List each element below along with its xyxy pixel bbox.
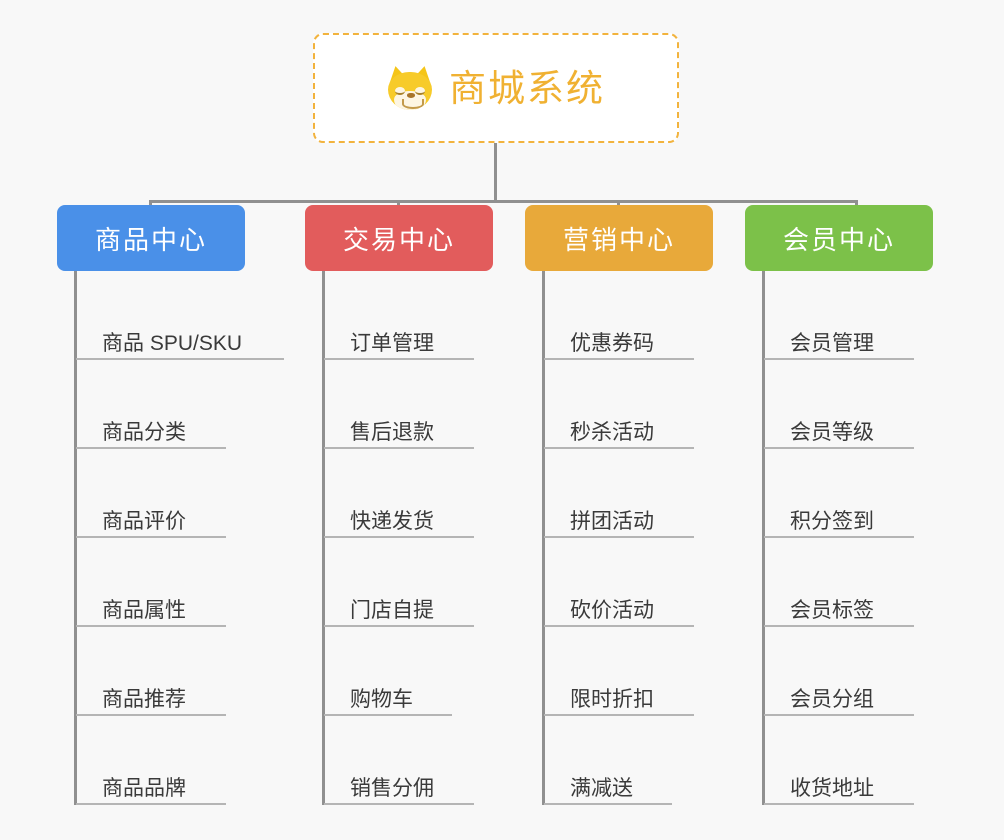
- leaf-label: 限时折扣: [570, 688, 654, 711]
- leaf-underline: [544, 625, 694, 627]
- leaf-label: 秒杀活动: [570, 421, 654, 444]
- list-item[interactable]: 会员等级: [764, 360, 933, 449]
- leaf-label: 商品属性: [102, 599, 186, 622]
- leaf-underline: [76, 358, 284, 360]
- root-title: 商城系统: [449, 67, 605, 109]
- category-column-4: 会员中心 会员管理 会员等级 积分签到 会员标签 会员分组: [745, 205, 933, 805]
- leaf-underline: [544, 536, 694, 538]
- leaf-underline: [324, 803, 474, 805]
- leaf-underline: [544, 447, 694, 449]
- list-item[interactable]: 门店自提: [324, 538, 493, 627]
- leaf-label: 收货地址: [790, 777, 874, 800]
- list-item[interactable]: 砍价活动: [544, 538, 713, 627]
- list-item[interactable]: 商品属性: [76, 538, 245, 627]
- leaf-underline: [76, 625, 226, 627]
- leaf-label: 商品评价: [102, 510, 186, 533]
- leaf-label: 会员标签: [790, 599, 874, 622]
- leaf-label: 会员分组: [790, 688, 874, 711]
- category-header-2[interactable]: 交易中心: [305, 205, 493, 271]
- list-item[interactable]: 收货地址: [764, 716, 933, 805]
- branch-2: 订单管理 售后退款 快递发货 门店自提 购物车 销售分佣: [305, 271, 493, 805]
- leaf-label: 商品 SPU/SKU: [102, 332, 243, 355]
- leaf-underline: [324, 447, 474, 449]
- list-item[interactable]: 商品推荐: [76, 627, 245, 716]
- list-item[interactable]: 商品评价: [76, 449, 245, 538]
- category-label-3: 营销中心: [562, 224, 675, 255]
- list-item[interactable]: 满减送: [544, 716, 713, 805]
- branch-spine-3: [542, 271, 545, 805]
- category-header-4[interactable]: 会员中心: [745, 205, 933, 271]
- leaf-underline: [764, 714, 914, 716]
- category-column-1: 商品中心 商品 SPU/SKU 商品分类 商品评价 商品属性 商品推荐: [57, 205, 284, 805]
- branch-4: 会员管理 会员等级 积分签到 会员标签 会员分组 收货地址: [745, 271, 933, 805]
- category-column-2: 交易中心 订单管理 售后退款 快递发货 门店自提 购物车: [305, 205, 493, 805]
- leaf-label: 满减送: [570, 777, 633, 800]
- list-item[interactable]: 购物车: [324, 627, 493, 716]
- list-item[interactable]: 限时折扣: [544, 627, 713, 716]
- leaf-underline: [76, 803, 226, 805]
- category-label-2: 交易中心: [342, 224, 455, 255]
- category-column-3: 营销中心 优惠券码 秒杀活动 拼团活动 砍价活动 限时折扣: [525, 205, 713, 805]
- leaf-underline: [324, 714, 452, 716]
- leaf-label: 商品品牌: [102, 777, 186, 800]
- branch-spine-4: [762, 271, 765, 805]
- leaf-label: 门店自提: [350, 599, 434, 622]
- category-label-1: 商品中心: [94, 224, 207, 255]
- list-item[interactable]: 商品品牌: [76, 716, 245, 805]
- leaf-label: 拼团活动: [570, 510, 654, 533]
- list-item[interactable]: 积分签到: [764, 449, 933, 538]
- leaf-underline: [764, 803, 914, 805]
- leaf-underline: [544, 714, 694, 716]
- leaf-label: 商品推荐: [102, 688, 186, 711]
- connector-horizontal-bus: [149, 200, 858, 203]
- leaf-underline: [324, 536, 474, 538]
- list-item[interactable]: 拼团活动: [544, 449, 713, 538]
- leaf-underline: [76, 714, 226, 716]
- leaf-label: 优惠券码: [570, 332, 654, 355]
- leaf-underline: [764, 358, 914, 360]
- leaf-label: 积分签到: [790, 510, 874, 533]
- leaf-underline: [324, 358, 474, 360]
- list-item[interactable]: 会员管理: [764, 271, 933, 360]
- leaf-underline: [324, 625, 474, 627]
- leaf-label: 购物车: [350, 688, 413, 711]
- leaf-label: 会员等级: [790, 421, 874, 444]
- list-item[interactable]: 优惠券码: [544, 271, 713, 360]
- leaf-underline: [764, 536, 914, 538]
- leaf-label: 订单管理: [350, 332, 434, 355]
- leaf-underline: [764, 447, 914, 449]
- branch-spine-1: [74, 271, 77, 805]
- branch-3: 优惠券码 秒杀活动 拼团活动 砍价活动 限时折扣 满减送: [525, 271, 713, 805]
- leaf-underline: [544, 803, 672, 805]
- list-item[interactable]: 会员标签: [764, 538, 933, 627]
- root-node[interactable]: 商城系统: [313, 33, 679, 143]
- leaf-underline: [764, 625, 914, 627]
- leaf-underline: [76, 447, 226, 449]
- connector-root-stem: [494, 143, 497, 203]
- leaf-label: 售后退款: [350, 421, 434, 444]
- list-item[interactable]: 商品分类: [76, 360, 245, 449]
- category-label-4: 会员中心: [782, 224, 895, 255]
- leaf-label: 快递发货: [350, 510, 434, 533]
- leaf-label: 销售分佣: [350, 777, 434, 800]
- leaf-label: 会员管理: [790, 332, 874, 355]
- list-item[interactable]: 秒杀活动: [544, 360, 713, 449]
- category-header-3[interactable]: 营销中心: [525, 205, 713, 271]
- shiba-inu-dog-icon: [386, 64, 434, 110]
- category-header-1[interactable]: 商品中心: [57, 205, 245, 271]
- list-item[interactable]: 商品 SPU/SKU: [76, 271, 284, 360]
- leaf-label: 商品分类: [102, 421, 186, 444]
- list-item[interactable]: 会员分组: [764, 627, 933, 716]
- branch-1: 商品 SPU/SKU 商品分类 商品评价 商品属性 商品推荐 商品品牌: [57, 271, 284, 805]
- list-item[interactable]: 订单管理: [324, 271, 493, 360]
- list-item[interactable]: 销售分佣: [324, 716, 493, 805]
- leaf-underline: [544, 358, 694, 360]
- leaf-label: 砍价活动: [570, 599, 654, 622]
- leaf-underline: [76, 536, 226, 538]
- branch-spine-2: [322, 271, 325, 805]
- list-item[interactable]: 快递发货: [324, 449, 493, 538]
- list-item[interactable]: 售后退款: [324, 360, 493, 449]
